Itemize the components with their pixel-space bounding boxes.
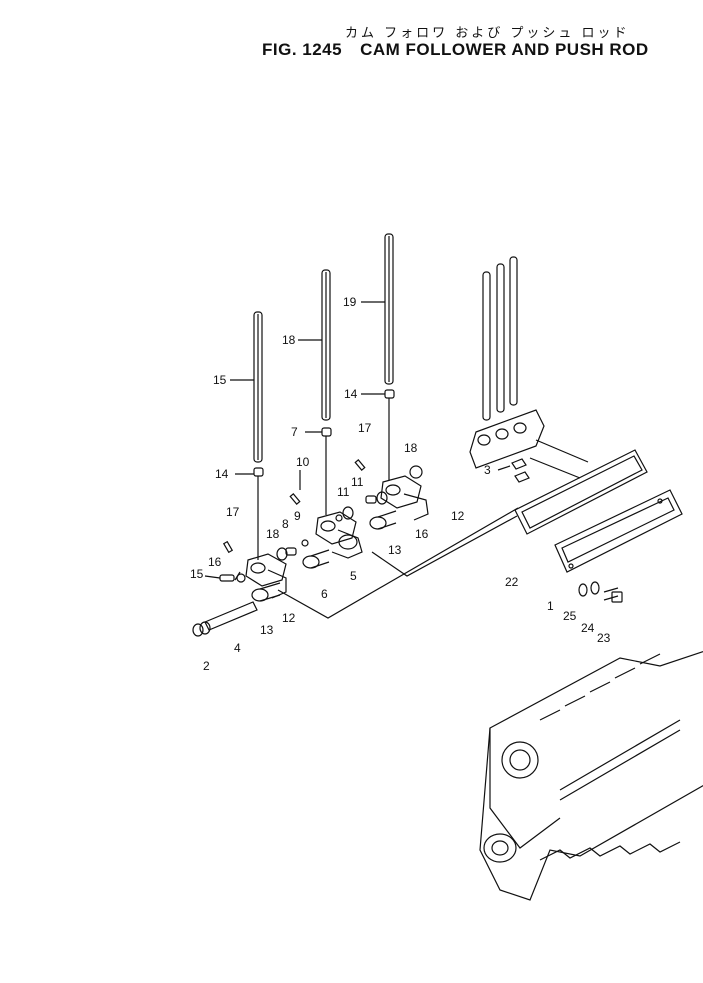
callout: 23 [597, 631, 611, 645]
callouts: 15 18 19 14 7 14 17 17 10 18 11 11 9 18 … [190, 295, 611, 673]
follower-shaft [199, 601, 258, 635]
engine-block [479, 651, 703, 901]
callout: 13 [388, 543, 402, 557]
figure-number: FIG. 1245 [262, 40, 343, 59]
callout: 12 [282, 611, 296, 625]
push-rod-19 [253, 311, 263, 463]
side-cover [554, 489, 683, 573]
callout: 16 [208, 555, 222, 569]
callout: 8 [282, 517, 289, 531]
cam-follower-middle [315, 511, 363, 559]
gasket [514, 449, 648, 535]
callout: 15 [213, 373, 227, 387]
callout: 7 [291, 425, 298, 439]
callout: 14 [344, 387, 358, 401]
push-rod-20 [321, 269, 331, 421]
callout: 14 [215, 467, 229, 481]
callout: 22 [505, 575, 519, 589]
callout: 6 [321, 587, 328, 601]
callout: 16 [415, 527, 429, 541]
assembled-followers [469, 256, 589, 479]
callout: 18 [282, 333, 296, 347]
callout: 17 [358, 421, 372, 435]
callout: 12 [451, 509, 465, 523]
callout: 11 [337, 485, 350, 499]
cam-follower-right [380, 475, 429, 521]
callout: 24 [581, 621, 595, 635]
callout: 11 [351, 475, 364, 489]
bolts-3 [511, 458, 530, 483]
callout: 10 [296, 455, 310, 469]
callout: 25 [563, 609, 577, 623]
callout: 5 [350, 569, 357, 583]
callout: 19 [343, 295, 357, 309]
figure-caption: CAM FOLLOWER AND PUSH ROD [360, 40, 649, 59]
callout: 15 [190, 567, 204, 581]
callout: 9 [294, 509, 301, 523]
push-rod-21 [384, 233, 394, 385]
callout: 17 [226, 505, 240, 519]
title-japanese: カム フォロワ および プッシュ ロッド [345, 26, 630, 41]
callout: 4 [234, 641, 241, 655]
callout: 18 [404, 441, 418, 455]
callout: 13 [260, 623, 274, 637]
callout: 18 [266, 527, 280, 541]
callout: 2 [203, 659, 210, 673]
figure-title: FIG. 1245 CAM FOLLOWER AND PUSH ROD [262, 40, 667, 60]
callout: 1 [547, 599, 554, 613]
callout: 3 [484, 463, 491, 477]
